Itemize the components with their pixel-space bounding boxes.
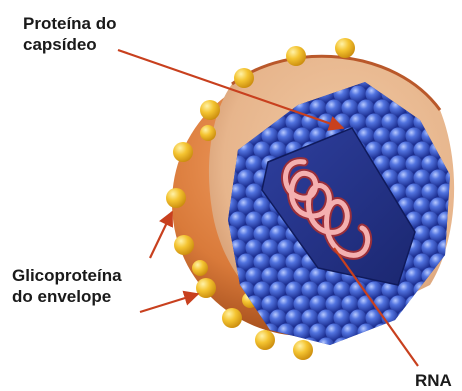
capsid-protein-subunit xyxy=(254,366,271,383)
capsid-protein-subunit xyxy=(358,324,375,341)
capsid-protein-subunit xyxy=(326,352,343,369)
capsid-protein-subunit xyxy=(454,352,462,369)
capsid-protein-subunit xyxy=(406,296,423,313)
capsid-protein-subunit xyxy=(454,268,462,285)
capsid-protein-subunit xyxy=(334,338,351,355)
capsid-protein-subunit xyxy=(222,366,239,383)
capsid-protein-subunit xyxy=(454,128,462,145)
capsid-protein-subunit xyxy=(214,352,231,369)
capsid-protein-subunit xyxy=(278,324,295,341)
envelope-label-line-1: Glicoproteína xyxy=(12,265,122,286)
capsid-label-line-2: capsídeo xyxy=(23,34,117,55)
capsid-protein-subunit xyxy=(374,352,391,369)
envelope-glycoprotein-label: Glicoproteína do envelope xyxy=(12,265,122,307)
glycoprotein xyxy=(293,340,313,360)
capsid-protein-subunit xyxy=(438,268,455,285)
glycoprotein xyxy=(234,68,254,88)
capsid-protein-subunit xyxy=(430,338,447,355)
capsid-protein-subunit xyxy=(398,310,415,327)
capsid-protein-subunit xyxy=(414,338,431,355)
glycoprotein xyxy=(196,278,216,298)
capsid-protein-subunit xyxy=(454,72,462,89)
glycoprotein xyxy=(222,308,242,328)
capsid-protein-label: Proteína do capsídeo xyxy=(23,13,117,55)
capsid-protein-subunit xyxy=(366,338,383,355)
glycoprotein xyxy=(173,142,193,162)
capsid-protein-subunit xyxy=(406,324,423,341)
capsid-protein-subunit xyxy=(430,310,447,327)
capsid-protein-subunit xyxy=(334,366,351,383)
capsid-protein-subunit xyxy=(238,338,255,355)
capsid-protein-subunit xyxy=(454,240,462,257)
capsid-protein-subunit xyxy=(270,366,287,383)
capsid-protein-subunit xyxy=(414,310,431,327)
capsid-protein-subunit xyxy=(398,366,415,383)
capsid-protein-subunit xyxy=(382,366,399,383)
capsid-protein-subunit xyxy=(318,366,335,383)
capsid-protein-subunit xyxy=(454,156,462,173)
envelope-arrow-upper xyxy=(150,212,172,258)
envelope-arrow-lower xyxy=(140,294,198,312)
glycoprotein xyxy=(192,260,208,276)
glycoprotein xyxy=(166,188,186,208)
capsid-protein-subunit xyxy=(446,338,462,355)
capsid-protein-subunit xyxy=(454,324,462,341)
capsid-protein-subunit xyxy=(422,352,439,369)
capsid-protein-subunit xyxy=(438,352,455,369)
capsid-protein-subunit xyxy=(422,72,439,89)
capsid-protein-subunit xyxy=(446,310,462,327)
capsid-protein-subunit xyxy=(454,212,462,229)
capsid-protein-subunit xyxy=(446,254,462,271)
capsid-protein-subunit xyxy=(382,338,399,355)
rna-label: RNA xyxy=(415,370,452,391)
capsid-protein-subunit xyxy=(278,352,295,369)
capsid-protein-subunit xyxy=(446,86,462,103)
capsid-protein-subunit xyxy=(454,184,462,201)
glycoprotein xyxy=(200,125,216,141)
capsid-protein-subunit xyxy=(446,114,462,131)
capsid-protein-subunit xyxy=(438,72,455,89)
capsid-protein-subunit xyxy=(454,100,462,117)
envelope-label-line-2: do envelope xyxy=(12,286,122,307)
capsid-protein-subunit xyxy=(390,352,407,369)
capsid-protein-subunit xyxy=(238,366,255,383)
capsid-protein-subunit xyxy=(422,324,439,341)
capsid-protein-subunit xyxy=(286,366,303,383)
capsid-protein-subunit xyxy=(262,352,279,369)
capsid-protein-subunit xyxy=(438,296,455,313)
capsid-protein-subunit xyxy=(302,366,319,383)
capsid-protein-subunit xyxy=(350,338,367,355)
capsid-protein-subunit xyxy=(422,296,439,313)
glycoprotein xyxy=(174,235,194,255)
capsid-protein-subunit xyxy=(374,324,391,341)
capsid-label-line-1: Proteína do xyxy=(23,13,117,34)
glycoprotein xyxy=(255,330,275,350)
glycoprotein xyxy=(286,46,306,66)
capsid-protein-subunit xyxy=(246,352,263,369)
capsid-protein-subunit xyxy=(350,366,367,383)
capsid-protein-subunit xyxy=(342,352,359,369)
capsid-protein-subunit xyxy=(454,296,462,313)
capsid-protein-subunit xyxy=(366,366,383,383)
capsid-protein-subunit xyxy=(318,338,335,355)
capsid-protein-subunit xyxy=(446,282,462,299)
capsid-protein-subunit xyxy=(222,338,239,355)
glycoprotein xyxy=(200,100,220,120)
capsid-protein-subunit xyxy=(438,324,455,341)
capsid-protein-subunit xyxy=(358,352,375,369)
capsid-protein-subunit xyxy=(430,282,447,299)
glycoprotein xyxy=(335,38,355,58)
capsid-protein-subunit xyxy=(230,352,247,369)
